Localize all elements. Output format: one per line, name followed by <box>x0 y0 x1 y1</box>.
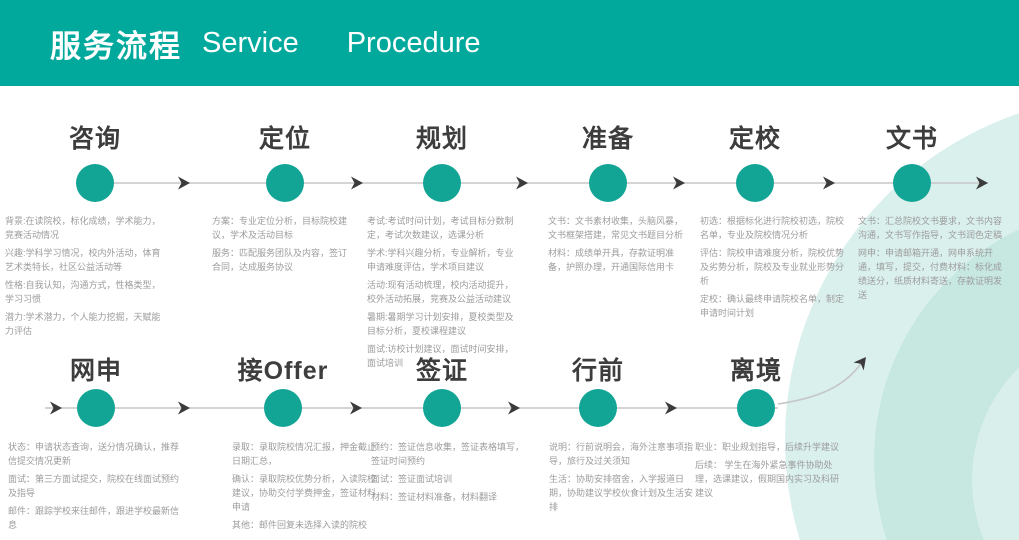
step-description-line: 生活：协助安排宿舍，入学报道日期，协助建议学校伙食计划及生活安排 <box>549 474 694 512</box>
page-title-en-service: Service <box>202 26 299 59</box>
arrowhead-icon <box>823 176 835 190</box>
arrowhead-icon <box>178 176 190 190</box>
step-title: 离境 <box>729 357 782 385</box>
step-title: 定校 <box>728 125 781 153</box>
step-node-circle <box>76 164 114 202</box>
arrowhead-icon <box>50 401 62 415</box>
step-description-line: 方案：专业定位分析，目标院校建议，学术及活动目标 <box>212 216 348 240</box>
step-description-line: 材料：签证材料准备，材料翻译 <box>371 492 498 502</box>
step-description-line: 评估：院校申请难度分析，院校优势及劣势分析，院校及专业就业形势分析 <box>700 248 845 286</box>
step-node-circle <box>737 389 775 427</box>
step-description-line: 说明：行前说明会，海外注意事项指导，旅行及过关须知 <box>549 442 694 466</box>
step-description-line: 后续： 学生在海外紧急事件协助处理，选课建议，假期国内实习及科研建议 <box>695 460 840 498</box>
step-description-line: 兴趣:学科学习情况，校内外活动，体育艺术类特长，社区公益活动等 <box>5 248 161 272</box>
step-description-line: 文书：文书素材收集，头脑风暴，文书框架搭建，常见文书题目分析 <box>548 216 684 240</box>
arrowhead-icon <box>350 401 362 415</box>
step-description: 说明：行前说明会，海外注意事项指导，旅行及过关须知生活：协助安排宿舍，入学报道日… <box>549 440 701 518</box>
step-title: 行前 <box>571 357 624 385</box>
step-description: 录取：录取院校情况汇报，押金截止日期汇总， 确认：录取院校优势分析，入读院校建议，… <box>232 440 384 536</box>
step-description: 文书：文书素材收集，头脑风暴，文书框架搭建，常见文书题目分析材料：成绩单开具，存… <box>548 214 690 278</box>
arrowhead-icon <box>976 176 988 190</box>
curved-exit-arrowhead-icon <box>853 357 866 371</box>
step-description: 方案：专业定位分析，目标院校建议，学术及活动目标服务：匹配服务团队及内容，签订合… <box>212 214 354 278</box>
step-description-line: 学术:学科兴趣分析，专业解析，专业申请难度评估，学术项目建议 <box>367 248 514 272</box>
step-description: 状态：申请状态查询，送分情况确认，推荐信提交情况更新面试：第三方面试提交，院校在… <box>8 440 180 536</box>
step-description: 预约：签证信息收集，签证表格填写，签证时间预约面试：签证面试培训材料：签证材料准… <box>371 440 529 508</box>
step-node-circle <box>736 164 774 202</box>
step-title: 签证 <box>415 357 468 385</box>
arrowhead-icon <box>178 401 190 415</box>
step-description-line: 服务：匹配服务团队及内容，签订合同，达成服务协议 <box>212 248 348 272</box>
step-description-line: 网申：申请邮箱开通，网申系统开通，填写，提交，付费材料：标化成绩送分，纸质材料寄… <box>858 248 1003 300</box>
step-description: 职业：职业规划指导，后续升学建议后续： 学生在海外紧急事件协助处理，选课建议，假… <box>695 440 847 504</box>
step-node-circle <box>266 164 304 202</box>
step-description-line: 其他：邮件回复未选择入读的院校 <box>232 520 368 530</box>
page-title: 服务流程 <box>50 28 182 64</box>
page-title-en-procedure: Procedure <box>346 26 481 59</box>
step-description-line: 状态：申请状态查询，送分情况确认，推荐信提交情况更新 <box>8 442 180 466</box>
step-description: 背景:在读院校，标化成绩，学术能力，竞赛活动情况兴趣:学科学习情况，校内外活动，… <box>5 214 165 342</box>
header-bar: 服务流程 Service Procedure <box>0 0 1019 86</box>
arrowhead-icon <box>351 176 363 190</box>
step-description-line: 定校：确认最终申请院校名单，制定申请时间计划 <box>700 294 845 318</box>
step-title: 规划 <box>415 125 468 153</box>
step-description-line: 暑期:暑期学习计划安排，夏校类型及目标分析，夏校课程建议 <box>367 312 514 336</box>
deco-circle-inner <box>972 367 1019 540</box>
step-title: 准备 <box>581 125 634 153</box>
step-description-line: 面试:访校计划建议，面试时间安排，面试培训 <box>367 344 514 368</box>
step-description-line: 面试：第三方面试提交，院校在线面试预约及指导 <box>8 474 180 498</box>
step-description-line: 文书：汇总院校文书要求，文书内容沟通，文书写作指导，文书润色定稿 <box>858 216 1003 240</box>
step-title: 接Offer <box>237 357 329 385</box>
step-node-circle <box>579 389 617 427</box>
arrowhead-icon <box>673 176 685 190</box>
step-description-line: 确认：录取院校优势分析，入读院校建议，协助交付学费押金，签证材料申请 <box>232 474 377 512</box>
step-description-line: 职业：职业规划指导，后续升学建议 <box>695 442 840 452</box>
step-description-line: 考试:考试时间计划，考试目标分数制定，考试次数建议，选课分析 <box>367 216 514 240</box>
step-node-circle <box>423 164 461 202</box>
step-title: 定位 <box>258 125 311 153</box>
step-title: 文书 <box>885 125 938 153</box>
step-description-line: 活动:现有活动梳理，校内活动提升，校外活动拓展，竞赛及公益活动建议 <box>367 280 514 304</box>
step-description-line: 材料：成绩单开具，存款证明准备，护照办理，开通国际信用卡 <box>548 248 675 272</box>
step-node-circle <box>423 389 461 427</box>
step-description-line: 预约：签证信息收集，签证表格填写，签证时间预约 <box>371 442 525 466</box>
step-description-line: 背景:在读院校，标化成绩，学术能力，竞赛活动情况 <box>5 216 161 240</box>
step-description-line: 录取：录取院校情况汇报，押金截止日期汇总， <box>232 442 377 466</box>
step-node-circle <box>893 164 931 202</box>
step-description: 文书：汇总院校文书要求，文书内容沟通，文书写作指导，文书润色定稿网申：申请邮箱开… <box>858 214 1004 306</box>
step-node-circle <box>77 389 115 427</box>
step-description-line: 邮件：跟踪学校来往邮件，跟进学校最新信息 <box>8 506 180 530</box>
step-description: 考试:考试时间计划，考试目标分数制定，考试次数建议，选课分析学术:学科兴趣分析，… <box>367 214 522 374</box>
step-description-line: 面试：签证面试培训 <box>371 474 453 484</box>
arrowhead-icon <box>508 401 520 415</box>
step-node-circle <box>589 164 627 202</box>
arrowhead-icon <box>665 401 677 415</box>
curved-exit-line <box>777 361 863 405</box>
arrowhead-icon <box>516 176 528 190</box>
step-title: 咨询 <box>68 125 121 153</box>
step-node-circle <box>264 389 302 427</box>
step-description-line: 初选：根据标化进行院校初选，院校名单，专业及院校情况分析 <box>700 216 845 240</box>
step-title: 网申 <box>69 357 122 385</box>
step-description-line: 性格:自我认知，沟通方式，性格类型，学习习惯 <box>5 280 161 304</box>
step-description-line: 潜力:学术潜力，个人能力挖掘，天赋能力评估 <box>5 312 161 336</box>
step-description: 初选：根据标化进行院校初选，院校名单，专业及院校情况分析评估：院校申请难度分析，… <box>700 214 850 324</box>
